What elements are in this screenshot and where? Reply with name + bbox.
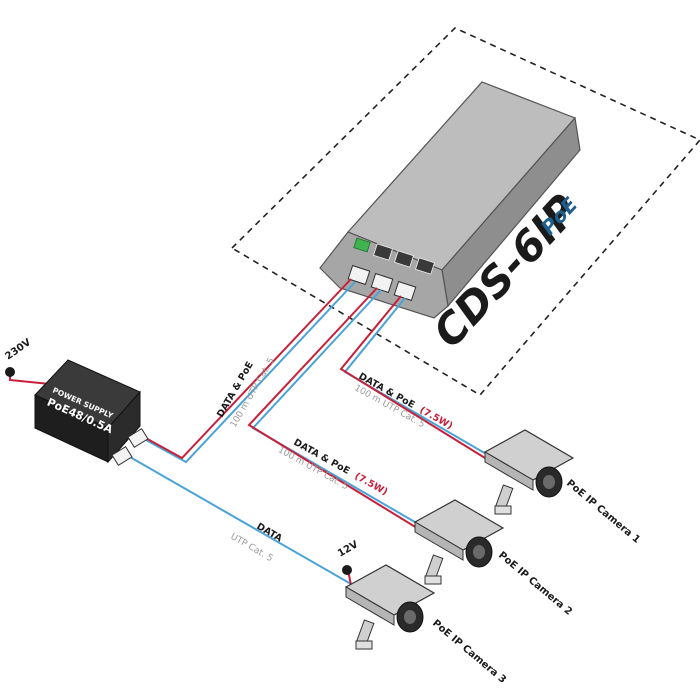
camera2-label: PoE IP Camera 2 — [496, 550, 574, 618]
camera1-power-line — [339, 295, 486, 459]
camera-base — [424, 575, 442, 585]
camera3-data-line — [129, 456, 359, 589]
camera3-link-label: DATA — [255, 521, 285, 545]
switch-front-face — [319, 231, 449, 319]
camera-base — [355, 640, 373, 650]
camera-shade — [414, 521, 464, 561]
camera2-power-line — [247, 287, 418, 529]
mains-terminal-dot — [5, 367, 15, 377]
camera1-label: PoE IP Camera 1 — [564, 478, 642, 546]
camera3-supply-label: 12V — [336, 539, 360, 559]
camera-lens-glass — [473, 545, 485, 559]
power-terminal-green — [353, 237, 371, 253]
power-supply-unit: POWER SUPPLY PoE48/0.5A — [34, 359, 149, 467]
rj45-port — [394, 250, 414, 268]
rj45-plug — [347, 264, 371, 286]
psu-poe-plug — [127, 427, 149, 449]
camera-body — [344, 564, 436, 616]
ip-camera-1 — [483, 429, 575, 515]
camera2-link-power: (7.5W) — [353, 471, 390, 498]
device-enclosure-dashed — [230, 27, 700, 397]
ip-camera-2 — [413, 499, 505, 585]
camera3-supply-dot — [342, 565, 352, 575]
cables — [9, 278, 489, 591]
rj45-port — [373, 243, 393, 261]
back-ports — [373, 243, 435, 275]
psu-lan-plug — [111, 445, 133, 467]
uplink-data-line — [145, 281, 356, 464]
mains-voltage-label: 230V — [3, 337, 33, 363]
camera-shade — [345, 586, 395, 626]
camera-lens-glass — [404, 610, 416, 624]
psu-side — [107, 390, 141, 464]
camera-shade — [484, 451, 534, 491]
ip-camera-3 — [344, 564, 436, 650]
uplink-power-line — [141, 278, 352, 460]
poe-switch — [319, 81, 581, 319]
front-plugs — [347, 264, 417, 302]
camera-body — [483, 429, 575, 481]
rj45-port — [415, 257, 435, 275]
camera-body — [413, 499, 505, 551]
camera-base — [494, 505, 512, 515]
camera3-label: PoE IP Camera 3 — [430, 618, 508, 686]
rj45-plug — [393, 280, 417, 302]
camera-lens-glass — [543, 475, 555, 489]
